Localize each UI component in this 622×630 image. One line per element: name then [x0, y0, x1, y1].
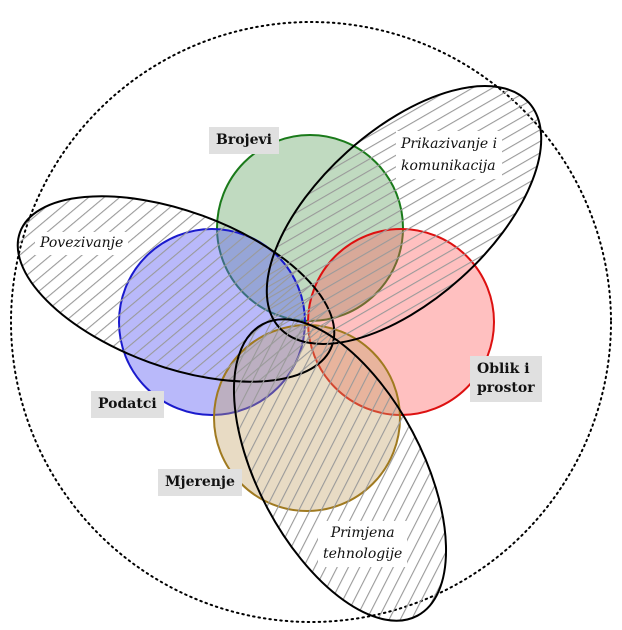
label-oblik: Oblik i prostor — [470, 356, 542, 402]
label-podatci: Podatci — [91, 391, 164, 418]
label-prikazivanje-line2: komunikacija — [401, 158, 496, 174]
label-primjena: Primjena tehnologije — [318, 521, 408, 567]
label-prikazivanje-line1: Prikazivanje i — [401, 136, 498, 152]
label-oblik-line1: Oblik i — [477, 361, 530, 377]
label-mjerenje: Mjerenje — [158, 469, 242, 496]
label-povezivanje: Povezivanje — [35, 232, 129, 255]
outer-dotted-circle — [10, 21, 612, 623]
label-oblik-line2: prostor — [477, 380, 535, 396]
label-brojevi: Brojevi — [209, 127, 279, 154]
label-primjena-line2: tehnologije — [323, 546, 403, 562]
label-prikazivanje: Prikazivanje i komunikacija — [396, 131, 503, 179]
label-primjena-line1: Primjena — [330, 525, 395, 541]
